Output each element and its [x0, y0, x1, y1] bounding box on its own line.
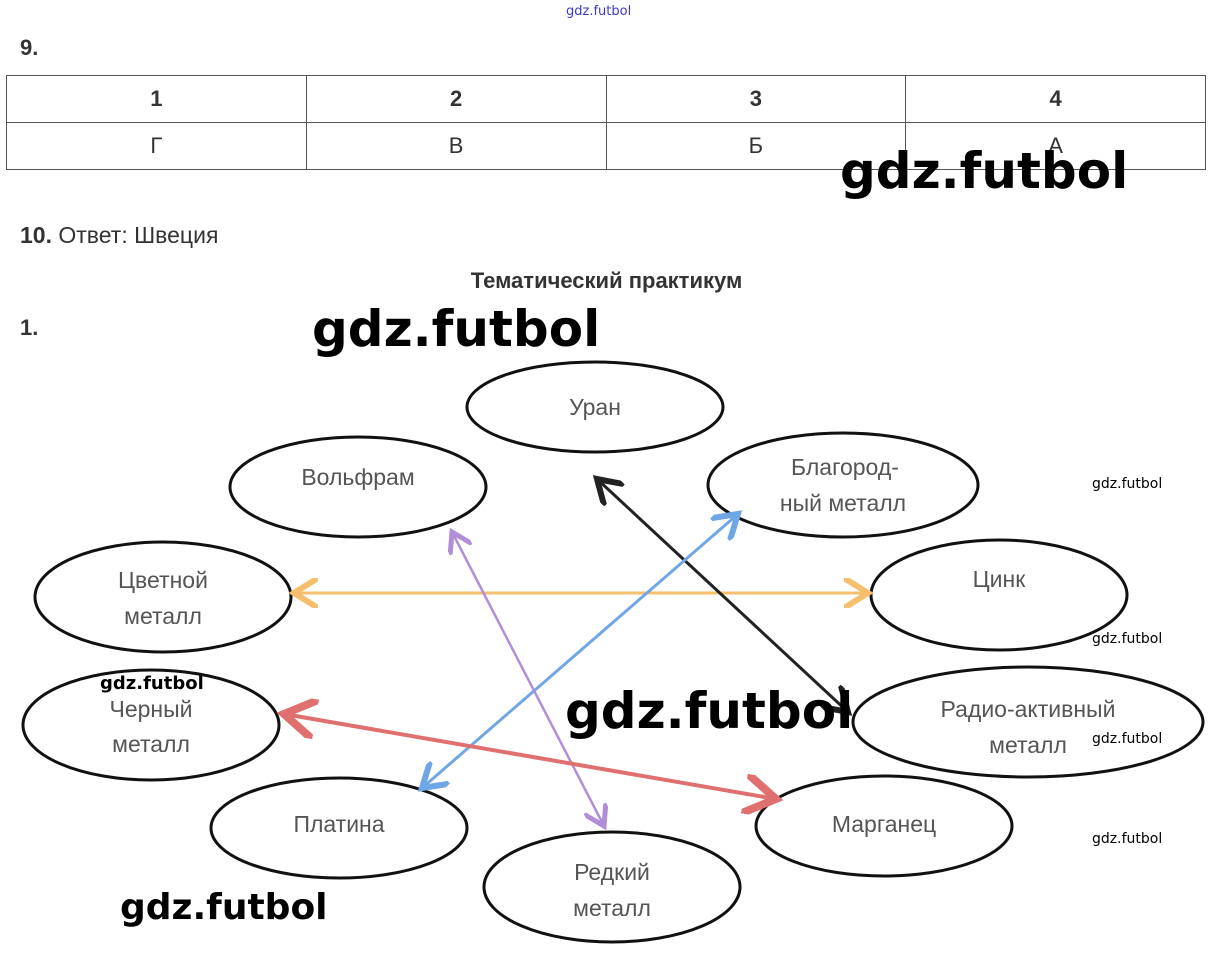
table-cell: Б — [605, 122, 907, 170]
node-volfram — [228, 435, 488, 539]
node-label: ный металл — [780, 490, 906, 516]
section-title: Тематический практикум — [470, 268, 743, 293]
node-marganec — [754, 774, 1014, 878]
watermark: gdz.futbol — [312, 300, 601, 358]
node-label: Цветной — [118, 567, 208, 593]
node-label: Черный — [110, 696, 193, 722]
arrow-cherny-marganec — [284, 714, 776, 799]
task-9-number: 9. — [20, 35, 39, 60]
watermark: gdz.futbol — [566, 4, 632, 19]
node-redkiy — [482, 830, 742, 944]
task-10-number: 10. — [20, 222, 52, 248]
watermark: gdz.futbol — [840, 142, 1129, 200]
node-label: Благород- — [791, 454, 899, 480]
table-header: 1 — [6, 75, 307, 123]
node-radio — [851, 665, 1205, 779]
node-blagorod — [706, 431, 980, 539]
node-label: Вольфрам — [301, 464, 414, 490]
task-10: 10. Ответ: Швеция — [20, 222, 218, 249]
node-label: Марганец — [832, 811, 936, 837]
node-label: Цинк — [973, 566, 1027, 592]
table-cell: Г — [6, 122, 307, 170]
table-header: 4 — [905, 75, 1206, 123]
answer-table: 1 2 3 4 Г В Б А — [6, 75, 1206, 170]
node-label: Уран — [569, 394, 621, 420]
watermark: gdz.futbol — [1092, 631, 1163, 647]
watermark: gdz.futbol — [1092, 731, 1163, 747]
watermark: gdz.futbol — [100, 673, 204, 694]
watermark: gdz.futbol — [565, 682, 854, 740]
arrow-volfram-redkiy — [452, 532, 604, 826]
watermark: gdz.futbol — [1092, 831, 1163, 847]
node-cvetnoy — [33, 540, 293, 654]
task-10-answer: Ответ: Швеция — [58, 222, 219, 248]
node-label: металл — [112, 731, 190, 757]
node-label: Радио-активный — [941, 696, 1116, 722]
watermark: gdz.futbol — [120, 887, 328, 928]
node-uran — [465, 360, 725, 454]
node-label: металл — [573, 895, 651, 921]
node-label: Платина — [293, 811, 384, 837]
watermark: gdz.futbol — [1092, 476, 1163, 492]
node-label: Редкий — [574, 859, 650, 885]
table-cell: А — [905, 122, 1206, 170]
node-cink — [869, 538, 1129, 652]
table-cell: В — [305, 122, 607, 170]
node-label: металл — [989, 732, 1067, 758]
node-label: металл — [124, 603, 202, 629]
task-1-number: 1. — [20, 315, 39, 340]
